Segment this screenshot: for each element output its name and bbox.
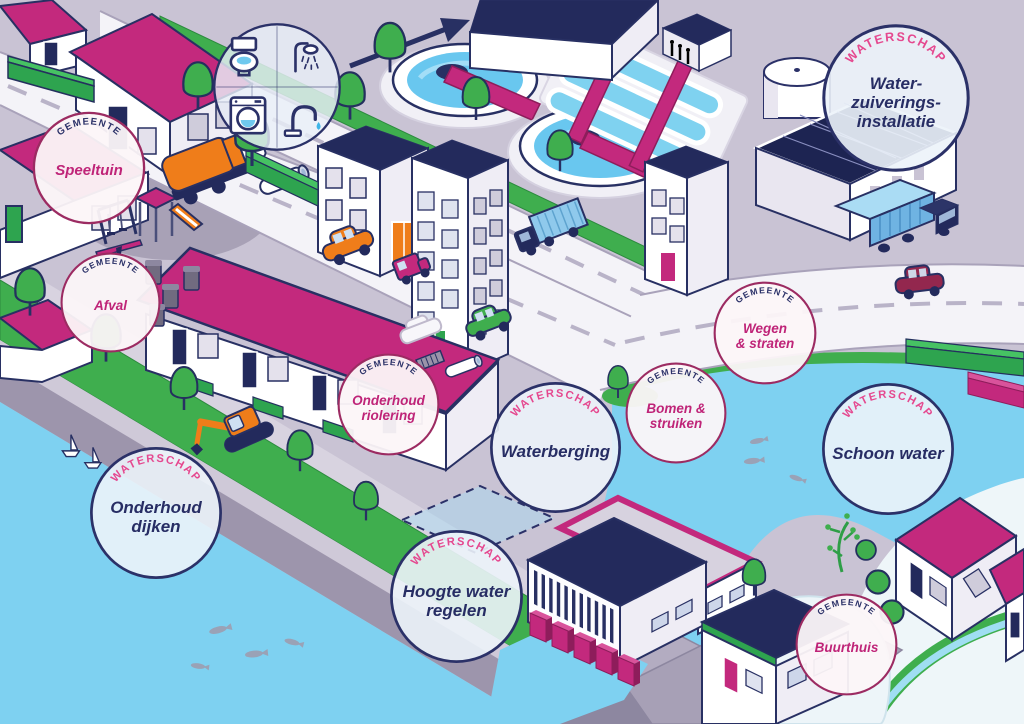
badge-label: Hoogte water regelen bbox=[402, 581, 511, 620]
parked-car-outline bbox=[399, 314, 443, 345]
badge-circle bbox=[90, 447, 222, 579]
house bbox=[0, 0, 89, 80]
badge-label: Wegen & straten bbox=[735, 321, 795, 352]
badge-label: Afval bbox=[93, 298, 127, 314]
front-door bbox=[171, 328, 188, 366]
toilet-icon bbox=[229, 36, 259, 77]
badge-speeltuin: GEMEENTE Speeltuin bbox=[31, 110, 147, 226]
front-door bbox=[909, 560, 924, 602]
badge-label: Schoon water bbox=[832, 443, 944, 463]
badge-circle bbox=[390, 530, 523, 663]
green-door bbox=[5, 205, 23, 243]
badge-label: Speeltuin bbox=[55, 162, 123, 180]
front-door bbox=[311, 374, 328, 412]
badge-schoon-water: WATERSCHAP Schoon water bbox=[820, 381, 956, 517]
badge-label: Water- zuiverings- installatie bbox=[851, 74, 941, 132]
pump-building bbox=[525, 516, 709, 670]
badge-onderhoud-dijken: WATERSCHAP Onderhoud dijken bbox=[88, 445, 224, 581]
badge-onderhoud-riolering: GEMEENTE Onderhoud riolering bbox=[336, 352, 441, 457]
badge-circle bbox=[337, 353, 440, 456]
household-water-icons-badge bbox=[211, 21, 343, 153]
badge-hoogte-water-regelen: WATERSCHAP Hoogte water regelen bbox=[388, 528, 525, 665]
magenta-door bbox=[723, 655, 763, 695]
houses-bottom-right bbox=[855, 496, 1024, 663]
shower-icon bbox=[294, 42, 319, 73]
badge-circle bbox=[713, 281, 817, 385]
magenta-door bbox=[659, 251, 677, 283]
badge-label: Onderhoud dijken bbox=[110, 498, 202, 537]
orange-car bbox=[321, 225, 375, 266]
badge-circle bbox=[490, 382, 621, 513]
badge-circle bbox=[32, 111, 146, 225]
hedge bbox=[905, 338, 1024, 377]
pump-house bbox=[661, 13, 733, 73]
house bbox=[0, 298, 95, 384]
water-drop-icon bbox=[316, 121, 321, 130]
badge-wegen-straten: GEMEENTE Wegen & straten bbox=[712, 280, 818, 386]
badge-circle bbox=[60, 252, 161, 353]
hedge bbox=[7, 55, 95, 103]
house bbox=[894, 496, 1018, 642]
delivery-truck bbox=[513, 197, 589, 256]
house bbox=[988, 547, 1024, 663]
badge-buurthuis: GEMEENTE Buurthuis bbox=[794, 592, 899, 697]
bush bbox=[855, 539, 877, 561]
magenta-van bbox=[391, 252, 432, 285]
washing-machine-icon bbox=[229, 96, 267, 135]
badge-label: Bomen & struiken bbox=[646, 401, 706, 432]
excavator bbox=[190, 405, 274, 456]
faucet-icon bbox=[283, 105, 321, 137]
sluice-gates bbox=[529, 610, 640, 687]
front-door bbox=[241, 351, 258, 389]
slat-windows bbox=[534, 570, 614, 644]
bush bbox=[865, 569, 891, 595]
container-truck bbox=[833, 178, 960, 253]
pond-plant bbox=[825, 513, 860, 573]
storage-tank bbox=[763, 57, 831, 119]
badge-afval: GEMEENTE Afval bbox=[59, 251, 162, 354]
climbing-tower bbox=[133, 186, 204, 242]
green-car bbox=[465, 304, 512, 341]
plant-hall bbox=[469, 0, 659, 82]
badge-circle bbox=[822, 24, 970, 172]
badge-label: Buurthuis bbox=[814, 640, 879, 656]
building-magenta-door bbox=[643, 145, 730, 297]
badge-waterzuiveringsinstallatie: WATERSCHAP Water- zuiverings- installati… bbox=[820, 22, 972, 174]
badge-circle bbox=[795, 593, 898, 696]
badge-bomen-struiken: GEMEENTE Bomen & struiken bbox=[624, 361, 728, 465]
magenta-wall bbox=[967, 371, 1024, 409]
badge-circle bbox=[625, 362, 727, 464]
badge-label: Waterberging bbox=[500, 442, 611, 462]
badge-waterberging: WATERSCHAP Waterberging bbox=[488, 380, 623, 515]
maroon-car bbox=[894, 264, 945, 300]
hedge bbox=[245, 147, 319, 207]
badge-circle bbox=[822, 383, 954, 515]
badge-label: Onderhoud riolering bbox=[352, 392, 425, 423]
